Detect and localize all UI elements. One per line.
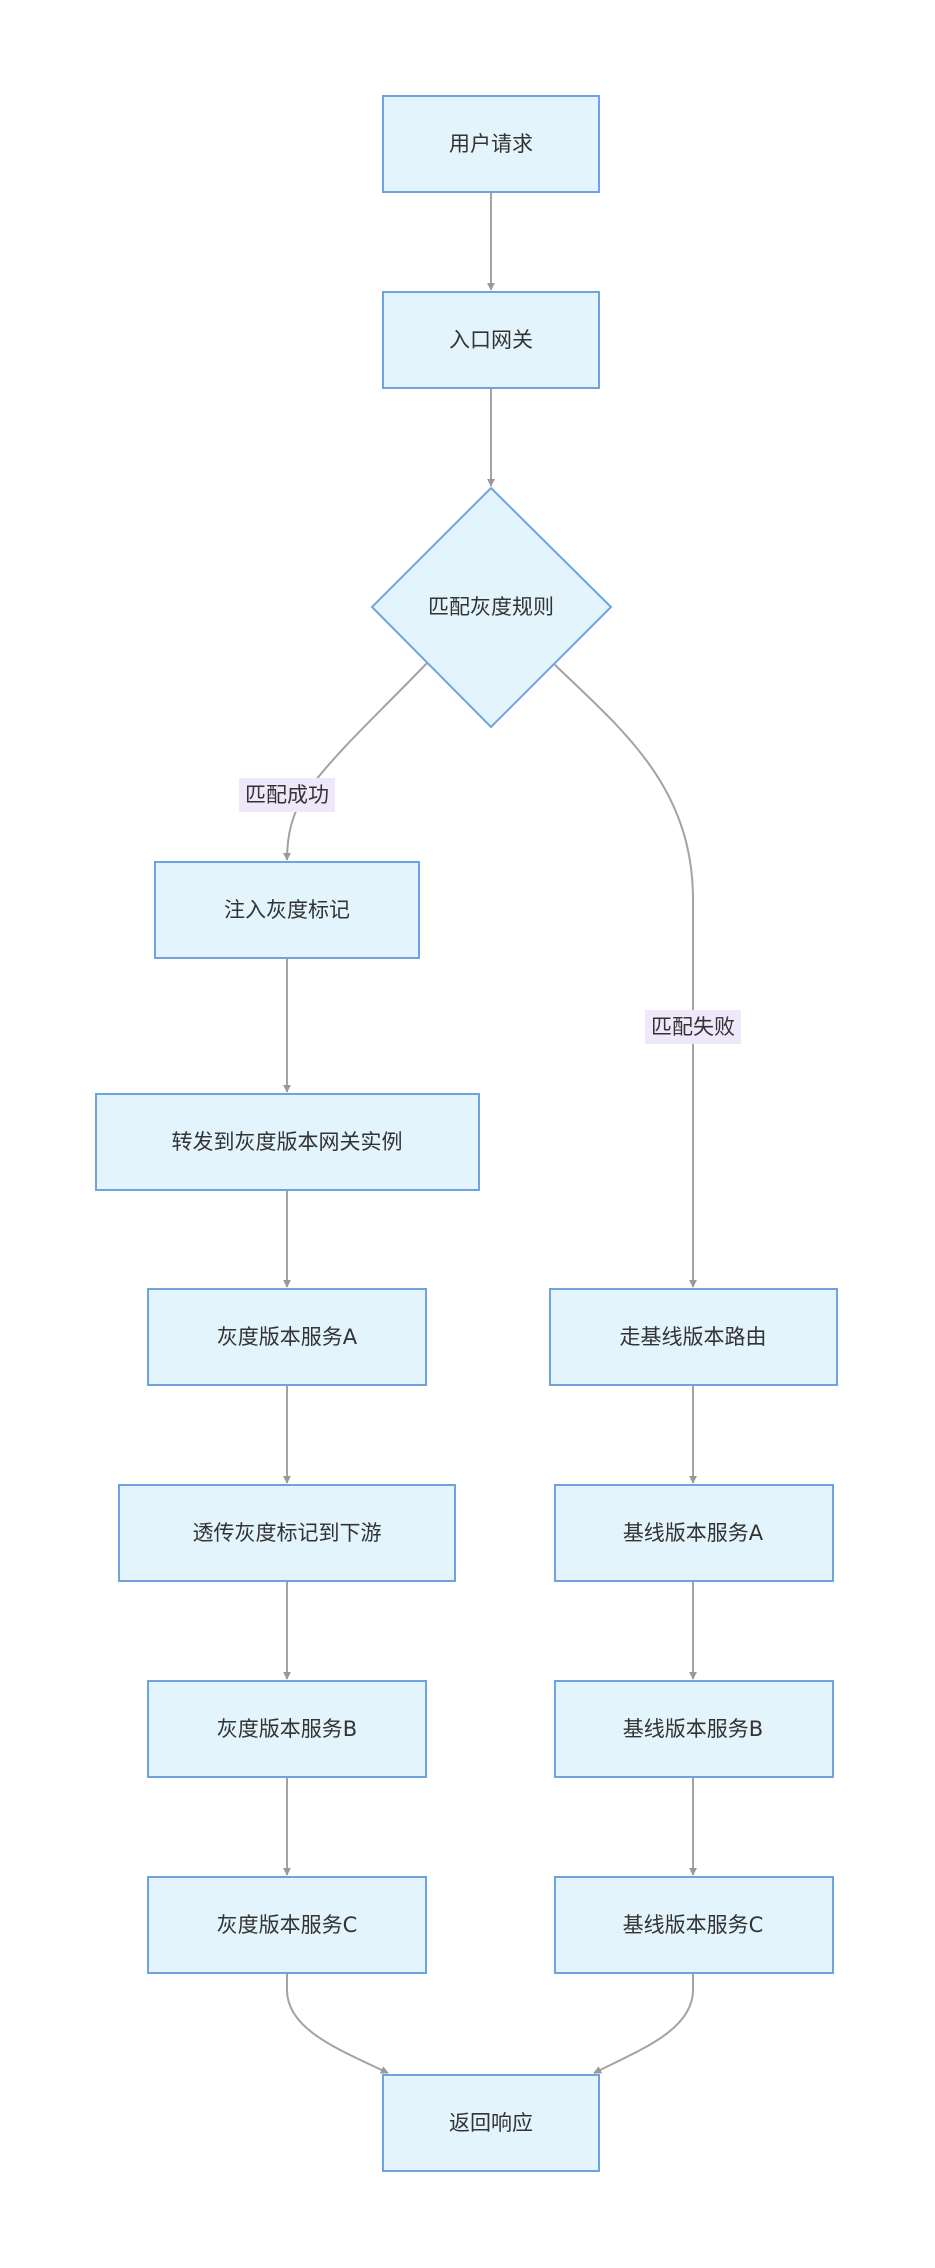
node-baseline-route-label: 走基线版本路由 <box>620 1325 767 1349</box>
node-gray-service-b-label: 灰度版本服务B <box>217 1717 357 1741</box>
node-baseline-service-c: 基线版本服务C <box>554 1876 834 1974</box>
node-return-response: 返回响应 <box>382 2074 600 2172</box>
node-baseline-service-a-label: 基线版本服务A <box>623 1521 764 1545</box>
node-baseline-service-a: 基线版本服务A <box>554 1484 834 1582</box>
node-baseline-service-b-label: 基线版本服务B <box>623 1717 763 1741</box>
edge-baseline-c-to-response <box>593 1973 694 2074</box>
node-gray-service-b: 灰度版本服务B <box>147 1680 427 1778</box>
node-gray-service-a-label: 灰度版本服务A <box>217 1325 358 1349</box>
edges <box>283 192 697 2074</box>
node-baseline-route: 走基线版本路由 <box>549 1288 838 1386</box>
node-gray-service-c-label: 灰度版本服务C <box>217 1913 358 1937</box>
edge-label-match-success: 匹配成功 <box>239 778 335 812</box>
node-match-rule-label: 匹配灰度规则 <box>428 595 554 619</box>
node-forward-gray-gateway-label: 转发到灰度版本网关实例 <box>172 1130 403 1154</box>
edge-match-fail <box>552 662 697 1288</box>
node-entry-gateway-label: 入口网关 <box>449 328 533 352</box>
edge-match-success <box>283 662 428 861</box>
node-gray-service-c: 灰度版本服务C <box>147 1876 427 1974</box>
node-return-response-label: 返回响应 <box>449 2111 533 2135</box>
node-match-rule-decision: 匹配灰度规则 <box>370 486 613 729</box>
node-baseline-service-b: 基线版本服务B <box>554 1680 834 1778</box>
edge-label-match-fail: 匹配失败 <box>645 1010 741 1044</box>
node-inject-tag: 注入灰度标记 <box>154 861 420 959</box>
node-forward-gray-gateway: 转发到灰度版本网关实例 <box>95 1093 480 1191</box>
node-entry-gateway: 入口网关 <box>382 291 600 389</box>
node-user-request-label: 用户请求 <box>449 132 533 156</box>
node-user-request: 用户请求 <box>382 95 600 193</box>
node-gray-service-a: 灰度版本服务A <box>147 1288 427 1386</box>
node-baseline-service-c-label: 基线版本服务C <box>623 1913 764 1937</box>
node-pass-tag-downstream: 透传灰度标记到下游 <box>118 1484 456 1582</box>
edge-label-match-fail-text: 匹配失败 <box>651 1015 735 1039</box>
edge-label-match-success-text: 匹配成功 <box>245 783 329 807</box>
node-pass-tag-downstream-label: 透传灰度标记到下游 <box>193 1521 382 1545</box>
edge-gray-c-to-response <box>286 1973 389 2074</box>
node-inject-tag-label: 注入灰度标记 <box>224 898 350 922</box>
